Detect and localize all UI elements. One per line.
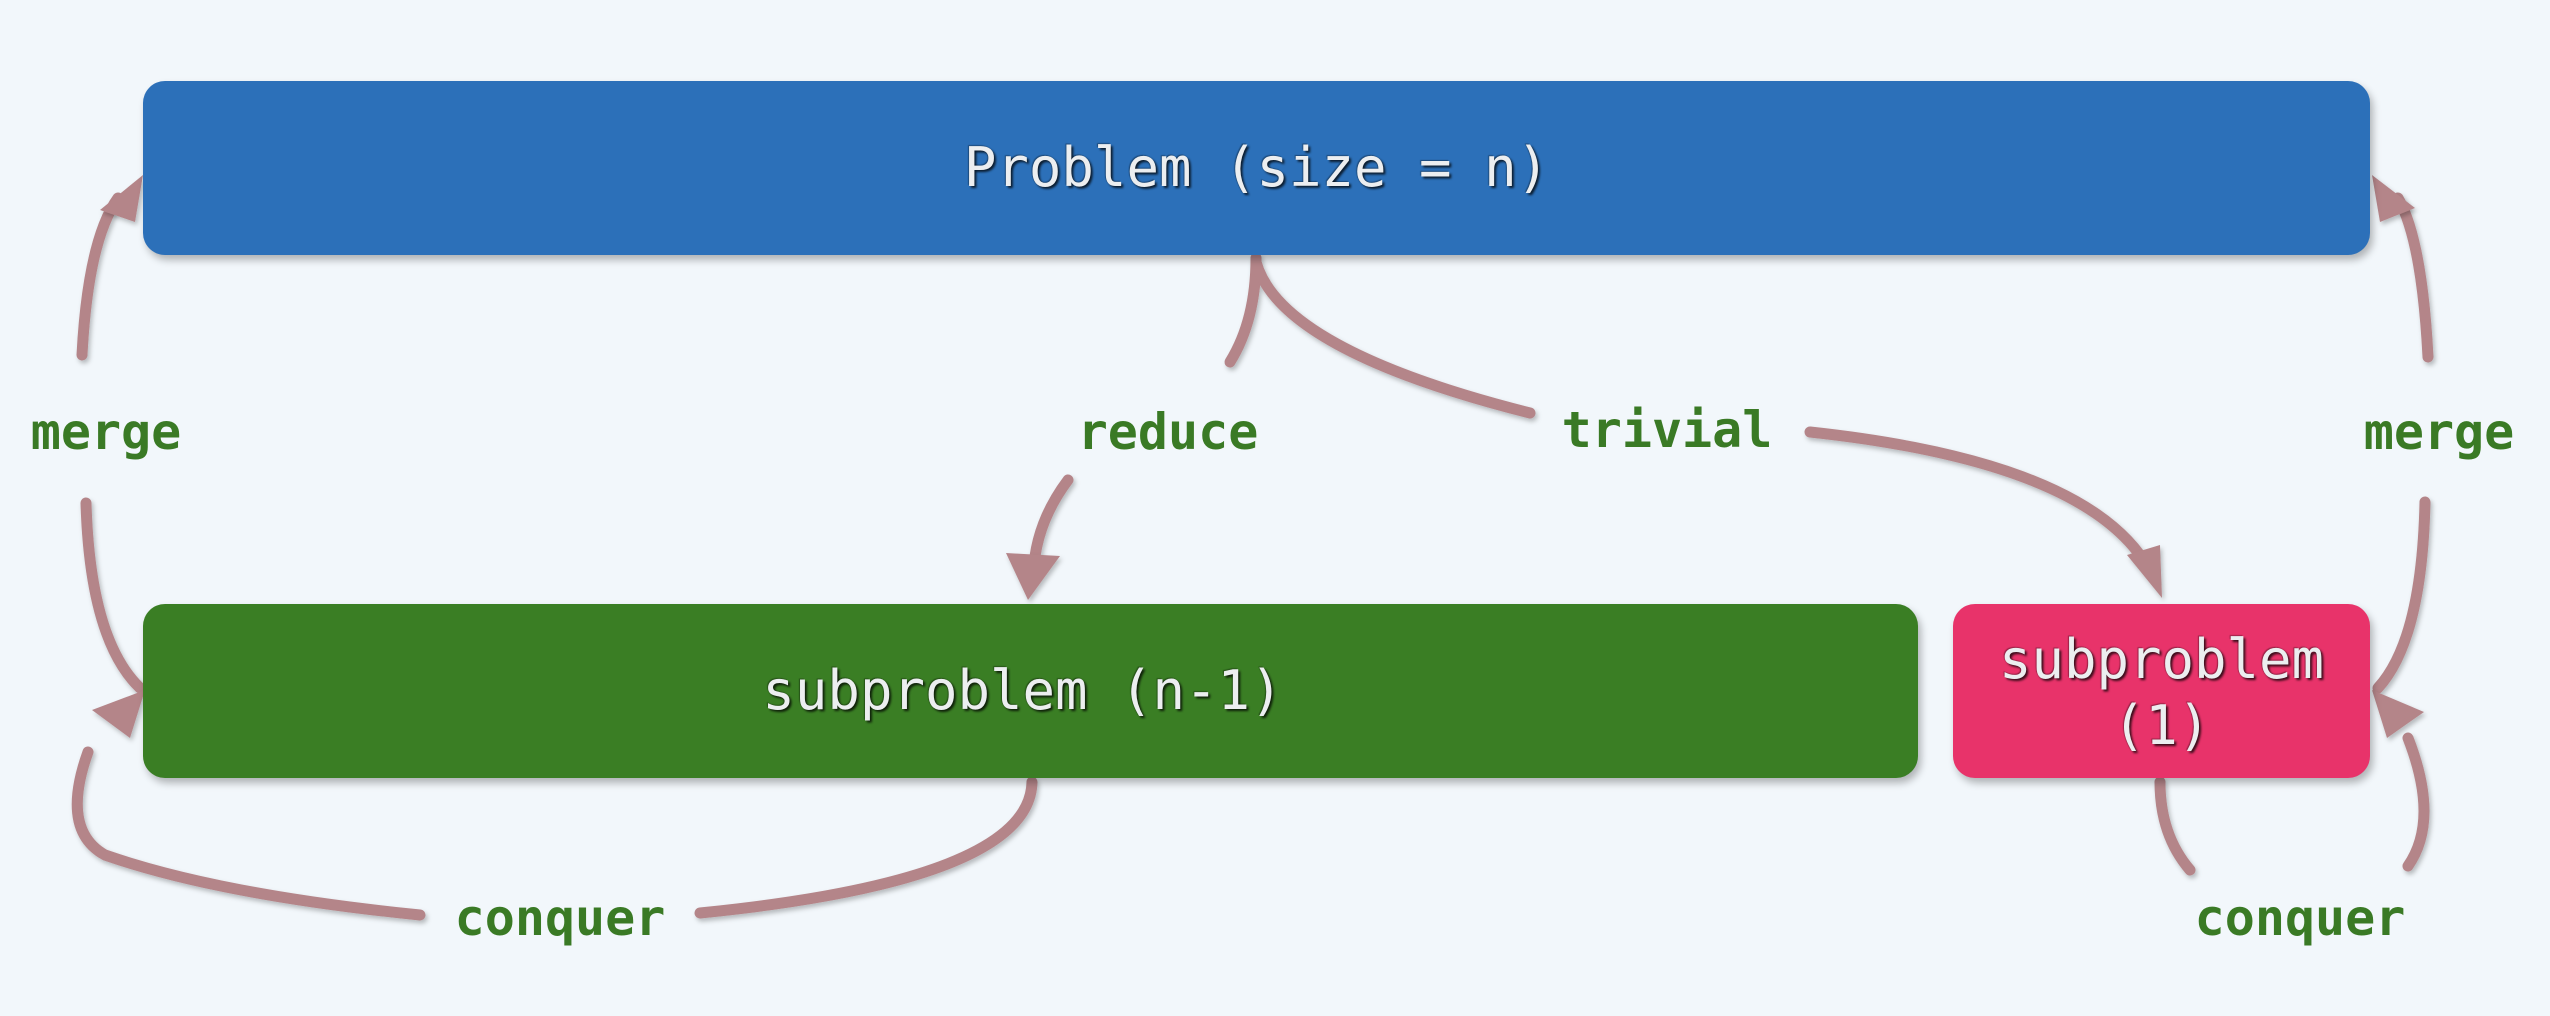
subproblem-1-label-line1: subproblem xyxy=(1998,628,2325,691)
arrow-merge-left-down xyxy=(80,497,146,694)
arrowhead-merge-right xyxy=(2372,175,2415,222)
subproblem-n-minus-1-box: subproblem (n-1) xyxy=(143,604,1918,778)
arrow-reduce-bottom xyxy=(1028,474,1074,571)
edge-label-trivial: trivial xyxy=(1561,401,1773,459)
subproblem-1-box: subproblem (1) xyxy=(1953,604,2370,778)
arrowhead-conquer-right xyxy=(2372,690,2424,738)
edge-label-conquer-left: conquer xyxy=(454,889,666,947)
subproblem-1-label-line2: (1) xyxy=(2112,694,2211,757)
arrow-conquer-left-in xyxy=(694,776,1038,919)
arrow-conquer-right-in xyxy=(2154,776,2196,876)
edge-label-merge-left: merge xyxy=(30,403,182,461)
edge-label-reduce: reduce xyxy=(1077,403,1259,461)
edge-label-merge-right: merge xyxy=(2363,403,2515,461)
subproblem-n-minus-1-label: subproblem (n-1) xyxy=(762,659,1283,722)
arrowhead-trivial xyxy=(2127,545,2162,598)
arrow-reduce-top xyxy=(1224,252,1262,368)
edge-label-conquer-right: conquer xyxy=(2194,889,2406,947)
subproblem-1-label: subproblem (1) xyxy=(1999,627,2324,759)
problem-box: Problem (size = n) xyxy=(143,81,2370,255)
arrow-merge-right-down xyxy=(2372,496,2431,694)
arrowhead-conquer-left xyxy=(92,690,145,738)
arrowhead-merge-left xyxy=(100,175,143,222)
arrow-trivial-bottom xyxy=(1804,426,2146,561)
arrow-conquer-left-out xyxy=(71,746,426,921)
arrowhead-reduce xyxy=(1006,553,1060,600)
arrow-trivial-top xyxy=(1250,256,1536,419)
problem-label: Problem (size = n) xyxy=(963,136,1550,199)
arrow-conquer-right-out xyxy=(2402,732,2430,872)
arrow-merge-right-up xyxy=(2392,192,2434,363)
arrow-merge-left-up xyxy=(76,192,124,361)
